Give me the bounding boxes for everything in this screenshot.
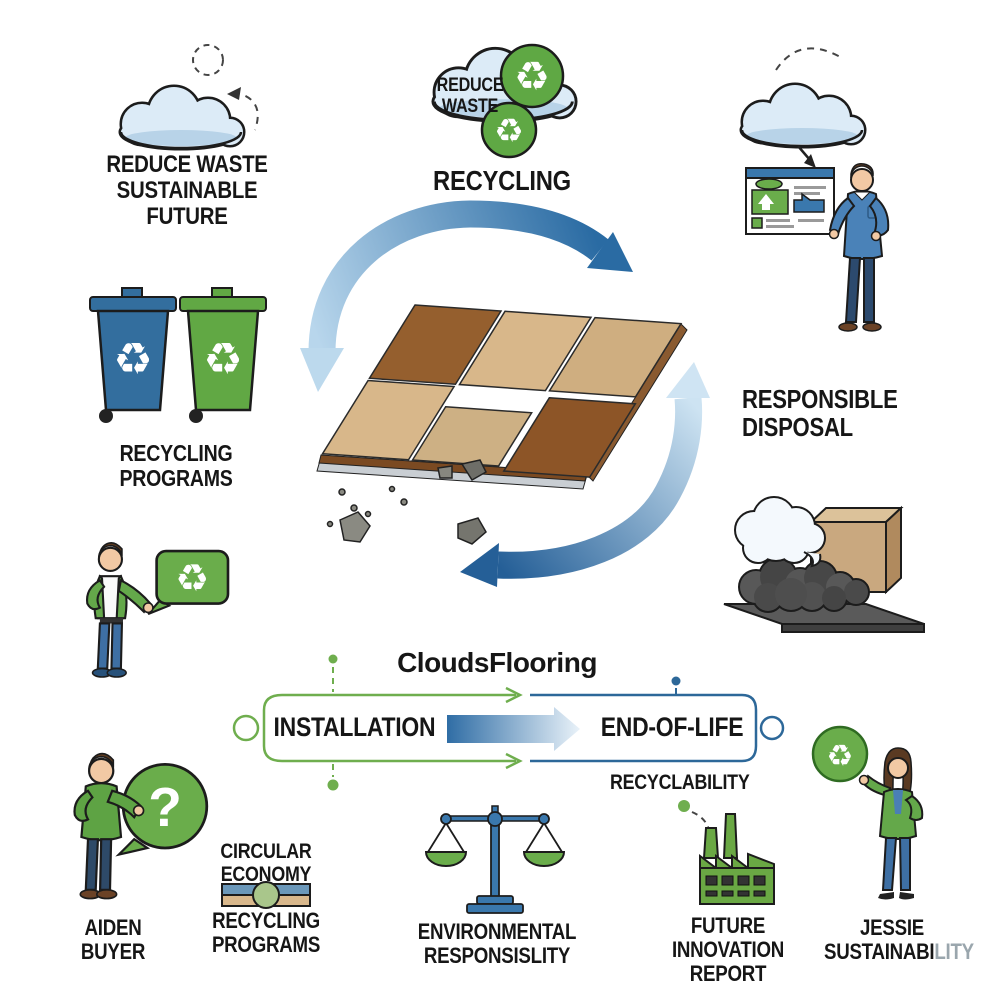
question-bubble: ?	[115, 763, 209, 857]
recycling-programs-bottom-caption: RECYCLING PROGRAMS	[211, 908, 321, 957]
aiden-buyer-caption: AIDEN BUYER	[80, 915, 146, 964]
jessie-recycle-badge-icon: ♻	[811, 725, 869, 783]
circular-economy-bar-icon	[221, 881, 311, 909]
jessie-sustainability-caption: JESSIE SUSTAINABILITY	[824, 915, 974, 964]
recycling-bins-icon: ♻ ♻	[89, 287, 267, 423]
cloud-reduce-waste-text: REDUCE WASTE	[436, 75, 504, 117]
timeline-green-bracket	[262, 693, 516, 763]
factory-icon	[699, 813, 775, 905]
cycle-arrow-top	[300, 200, 633, 392]
timeline-start-circle	[232, 714, 260, 742]
recycling-programs-caption: RECYCLING PROGRAMS	[119, 440, 233, 491]
brand-title: CloudsFlooring	[397, 647, 597, 678]
cloud-top-right-icon	[742, 85, 864, 146]
recycle-sign: ♻	[147, 549, 230, 615]
svg-text:♻: ♻	[203, 334, 242, 385]
recycle-badge-icon: ♻	[499, 43, 565, 109]
end-of-life-label: END-OF-LIFE	[600, 712, 744, 742]
svg-text:♻: ♻	[494, 111, 524, 150]
svg-text:?: ?	[148, 776, 182, 838]
cloud-top-left-icon	[121, 87, 243, 148]
recycle-badge-small-icon: ♻	[480, 101, 538, 159]
timeline	[232, 654, 785, 831]
responsible-disposal-caption: RESPONSIBLE DISPOSAL	[742, 384, 898, 443]
svg-text:♻: ♻	[514, 54, 550, 100]
jessie-person: ♻	[811, 725, 924, 900]
consultant-person	[745, 162, 890, 332]
timeline-end-circle	[759, 715, 785, 741]
svg-text:♻: ♻	[175, 556, 209, 600]
environmental-responsibility-caption: ENVIRONMENTAL RESPONSISLITY	[417, 919, 577, 968]
svg-text:♻: ♻	[827, 739, 854, 774]
smoke-icon	[734, 496, 826, 568]
dashed-circle-icon	[192, 44, 224, 76]
waste-pile	[738, 557, 870, 613]
cycle-arrow-bottom	[460, 362, 710, 587]
cloud-to-board-arrow-icon	[797, 145, 816, 168]
aiden-person: ?	[73, 752, 209, 900]
svg-text:♻: ♻	[113, 334, 152, 385]
recycling-caption: RECYCLING	[433, 165, 571, 196]
advocate-person: ♻	[85, 542, 230, 678]
dashed-arrow-icon	[227, 87, 259, 131]
reduce-waste-future-caption: REDUCE WASTE SUSTAINABLE FUTURE	[106, 151, 268, 230]
future-innovation-caption: FUTURE INNOVATION REPORT	[671, 913, 785, 986]
debris	[326, 459, 487, 545]
scales-icon	[424, 805, 566, 914]
circular-economy-caption: CIRCULAR ECONOMY	[220, 840, 312, 886]
recyclability-label: RECYCLABILITY	[610, 771, 750, 794]
installation-label: INSTALLATION	[273, 712, 436, 742]
blue-bin-icon: ♻	[89, 287, 177, 423]
green-bin-icon: ♻	[179, 287, 267, 423]
disposal-scene	[723, 496, 925, 633]
presentation-board	[745, 167, 835, 235]
timeline-gradient-arrow	[447, 707, 580, 751]
timeline-blue-bracket	[530, 693, 758, 763]
flooring-planks	[320, 305, 685, 477]
dashed-arc-icon	[775, 47, 843, 71]
